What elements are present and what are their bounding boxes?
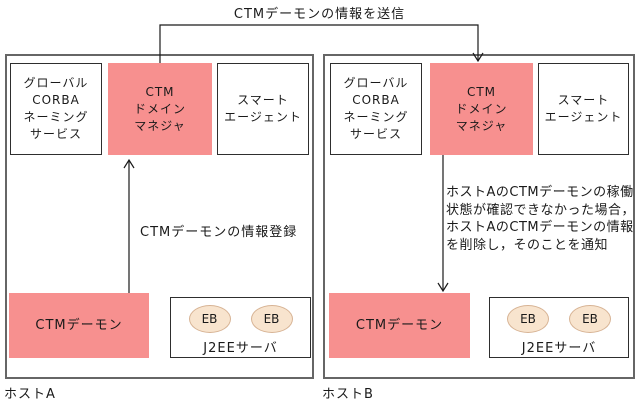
eb-oval: EB	[507, 305, 549, 333]
host-a-ctm-daemon-box: CTMデーモン	[9, 293, 149, 358]
host-a-corba-naming-service-box: グローバル CORBA ネーミング サービス	[10, 63, 102, 155]
ctm-dm-line: マネジャ	[134, 118, 186, 133]
ctm-daemon-label: CTMデーモン	[355, 318, 444, 333]
corba-line: サービス	[349, 127, 402, 141]
eb-label: EB	[201, 312, 218, 326]
register-info-label: CTMデーモンの情報登録	[140, 225, 298, 240]
ctm-daemon-label: CTMデーモン	[35, 318, 123, 333]
eb-oval: EB	[569, 305, 611, 333]
smart-agent-line: スマート	[237, 93, 289, 107]
ctm-dm-line: マネジャ	[455, 118, 508, 133]
host-a-j2ee-server-box: EB EB J2EEサーバ	[170, 297, 311, 358]
host-b-ctm-daemon-box: CTMデーモン	[329, 293, 470, 358]
ctm-dm-line: CTM	[145, 84, 175, 99]
host-a-label: ホストA	[4, 387, 56, 402]
j2ee-server-label: J2EEサーバ	[203, 341, 278, 356]
corba-line: ネーミング	[343, 110, 409, 124]
send-info-label: CTMデーモンの情報を送信	[233, 7, 406, 22]
host-b-ctm-domain-manager-box: CTM ドメイン マネジャ	[430, 63, 533, 155]
ctm-dm-line: ドメイン	[133, 101, 186, 116]
host-a-ctm-domain-manager-box: CTM ドメイン マネジャ	[108, 63, 212, 155]
j2ee-server-label: J2EEサーバ	[521, 341, 597, 356]
corba-line: グローバル	[23, 76, 89, 90]
ctm-dm-line: CTM	[466, 84, 497, 99]
host-b-label: ホストB	[322, 387, 374, 402]
smart-agent-line: スマート	[557, 93, 610, 107]
corba-line: サービス	[29, 127, 82, 141]
smart-agent-line: エージェント	[224, 110, 302, 124]
host-b-smart-agent-box: スマート エージェント	[538, 63, 629, 155]
host-a-smart-agent-box: スマート エージェント	[217, 63, 309, 155]
corba-line: CORBA	[352, 93, 400, 107]
eb-oval: EB	[188, 305, 231, 333]
eb-label: EB	[263, 312, 280, 326]
corba-line: CORBA	[32, 93, 80, 107]
ctm-dm-line: ドメイン	[455, 101, 508, 116]
eb-label: EB	[582, 312, 598, 326]
host-b-j2ee-server-box: EB EB J2EEサーバ	[489, 297, 629, 358]
corba-line: グローバル	[343, 76, 409, 90]
corba-line: ネーミング	[23, 110, 89, 124]
eb-oval: EB	[250, 305, 293, 333]
smart-agent-line: エージェント	[544, 110, 623, 124]
eb-row: EB EB	[507, 305, 611, 333]
eb-row: EB EB	[188, 305, 293, 333]
eb-label: EB	[520, 312, 536, 326]
delete-notice-text: ホストAのCTMデーモンの稼働状態が確認できなかった場合，ホストAのCTMデーモ…	[446, 185, 636, 253]
host-b-corba-naming-service-box: グローバル CORBA ネーミング サービス	[330, 63, 422, 155]
